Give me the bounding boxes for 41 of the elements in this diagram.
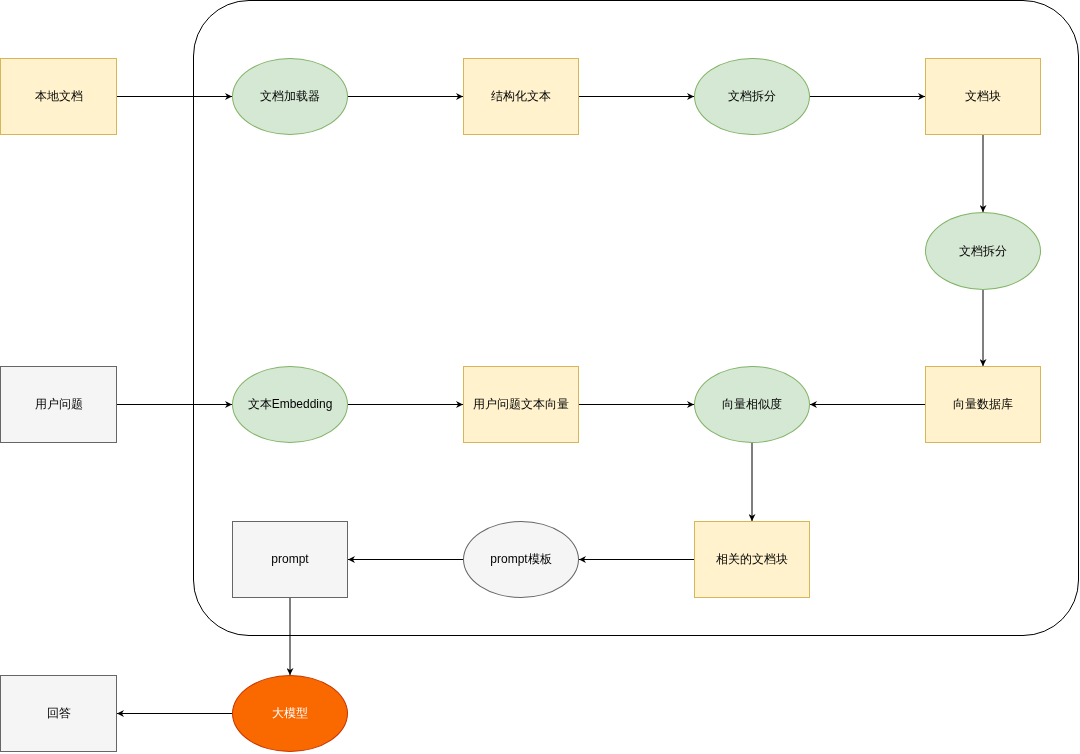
process-box bbox=[925, 58, 1041, 135]
process-box bbox=[925, 366, 1041, 443]
process-box bbox=[232, 521, 348, 598]
node-label: 结构化文本 bbox=[490, 89, 552, 104]
node-label: 文本Embedding bbox=[246, 397, 334, 412]
group-container bbox=[193, 0, 1079, 636]
arrow bbox=[578, 401, 695, 408]
arrow bbox=[347, 93, 464, 100]
arrow bbox=[347, 401, 464, 408]
node-label: 文档拆分 bbox=[727, 89, 777, 104]
node-label: 本地文档 bbox=[33, 89, 84, 104]
node-label: 回答 bbox=[45, 706, 72, 721]
node-label: prompt模板 bbox=[489, 552, 553, 567]
process-box bbox=[694, 521, 810, 598]
arrow bbox=[116, 93, 233, 100]
node-label: 文档拆分 bbox=[958, 243, 1008, 259]
arrow bbox=[809, 93, 926, 100]
arrow bbox=[578, 93, 695, 100]
node-label: 用户问题 bbox=[33, 397, 84, 412]
process-box bbox=[0, 58, 117, 135]
node-label: prompt bbox=[270, 552, 310, 567]
node-label: 相关的文档块 bbox=[715, 552, 789, 567]
process-box bbox=[463, 366, 579, 443]
arrow bbox=[116, 710, 233, 717]
arrow bbox=[286, 597, 294, 676]
node-label: 大模型 bbox=[271, 706, 309, 721]
node-label: 向量相似度 bbox=[721, 397, 783, 412]
node-label: 向量数据库 bbox=[952, 397, 1014, 412]
arrow bbox=[748, 442, 756, 522]
arrow bbox=[347, 556, 464, 563]
arrow bbox=[979, 289, 987, 367]
process-box bbox=[463, 58, 579, 135]
node-label: 文档块 bbox=[964, 89, 1002, 104]
arrow bbox=[578, 556, 695, 563]
arrow bbox=[809, 401, 926, 408]
node-label: 文档加载器 bbox=[259, 89, 321, 104]
process-box bbox=[0, 366, 117, 443]
node-label: 用户问题文本向量 bbox=[472, 397, 570, 412]
arrow bbox=[979, 134, 987, 213]
process-box bbox=[0, 675, 117, 752]
arrow bbox=[116, 401, 233, 408]
